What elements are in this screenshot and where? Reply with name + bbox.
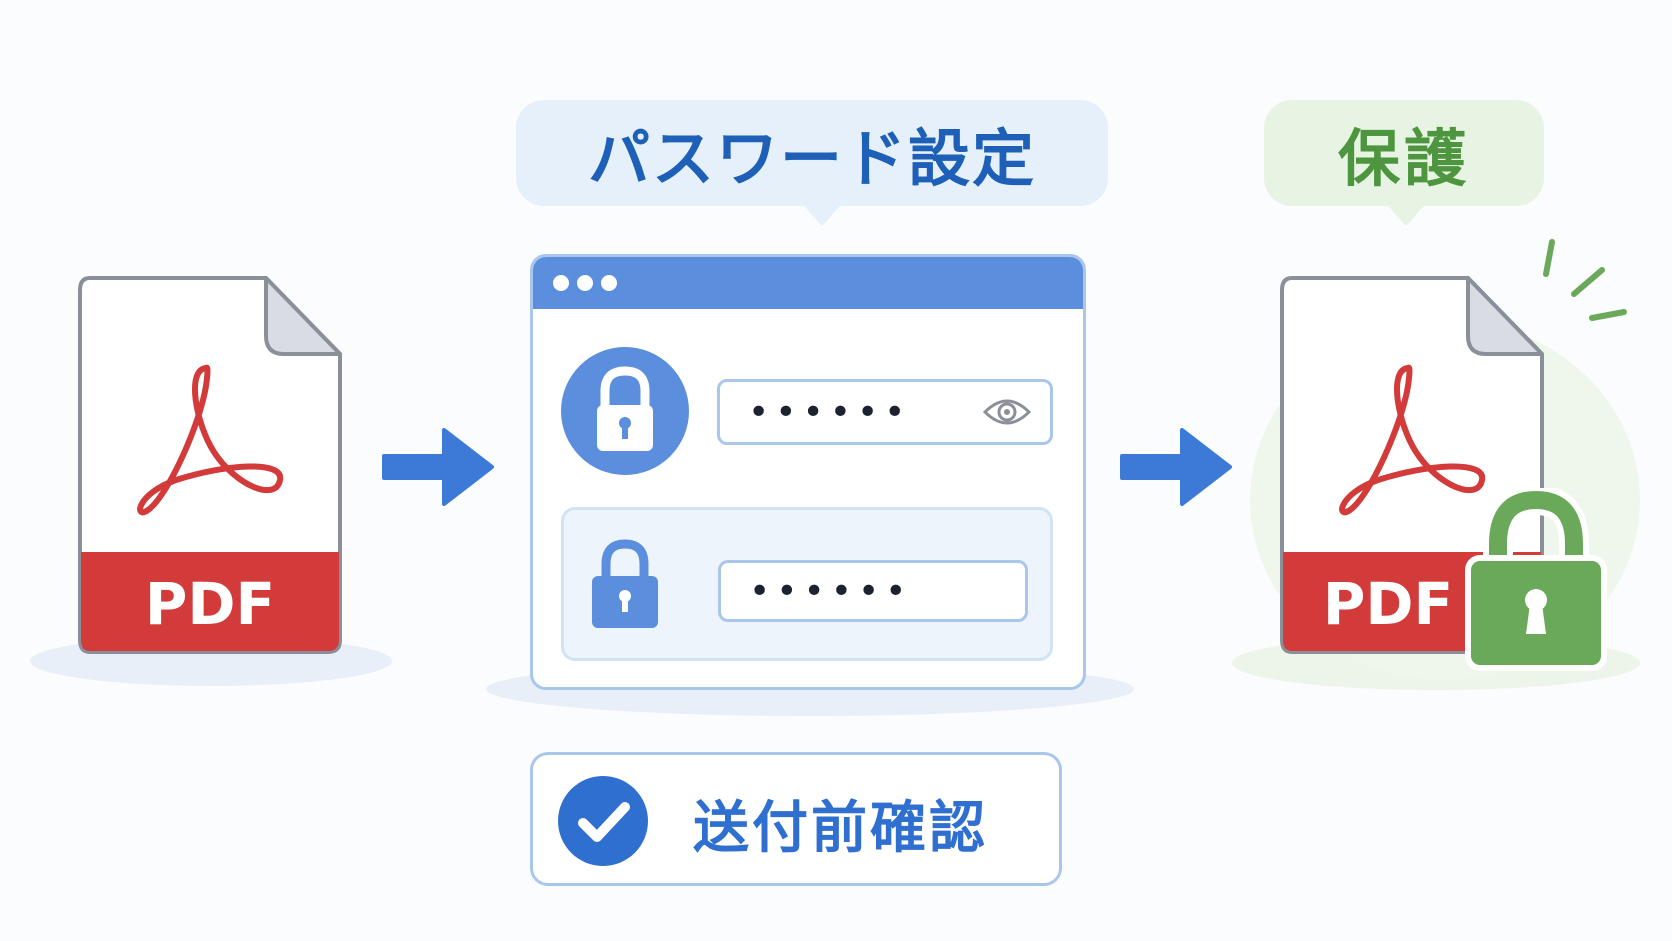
sparkle-lines <box>1538 236 1628 326</box>
check-circle-icon <box>557 775 649 867</box>
padlock-icon <box>559 345 691 477</box>
protected-pdf-label: PDF <box>1323 570 1453 638</box>
window-dot <box>553 275 569 291</box>
password-input[interactable]: •••••• <box>717 379 1053 445</box>
acrobat-logo <box>137 364 284 516</box>
confirm-password-panel: •••••• <box>561 507 1053 661</box>
pre-send-check-label: 送付前確認 <box>693 796 988 861</box>
password-dialog-window: •••••• •••••• <box>530 254 1086 690</box>
password-mask: •••••• <box>748 391 912 433</box>
arrow-right-icon <box>380 424 500 510</box>
eye-icon[interactable] <box>982 396 1032 428</box>
window-dot <box>601 275 617 291</box>
confirm-password-mask: •••••• <box>749 570 913 612</box>
padlock-icon <box>588 538 662 630</box>
green-padlock-icon <box>1464 488 1608 672</box>
confirm-password-input[interactable]: •••••• <box>718 560 1028 622</box>
window-title-bar <box>533 257 1083 309</box>
pdf-document-icon: PDF <box>78 276 342 654</box>
source-pdf-label: PDF <box>145 570 275 638</box>
arrow-right-icon <box>1118 424 1238 510</box>
protected-label: 保護 <box>1264 100 1544 226</box>
pre-send-check-box: 送付前確認 <box>530 752 1062 886</box>
window-dot <box>577 275 593 291</box>
source-pdf-document: PDF <box>76 274 346 658</box>
password-setting-label: パスワード設定 <box>516 100 1108 226</box>
